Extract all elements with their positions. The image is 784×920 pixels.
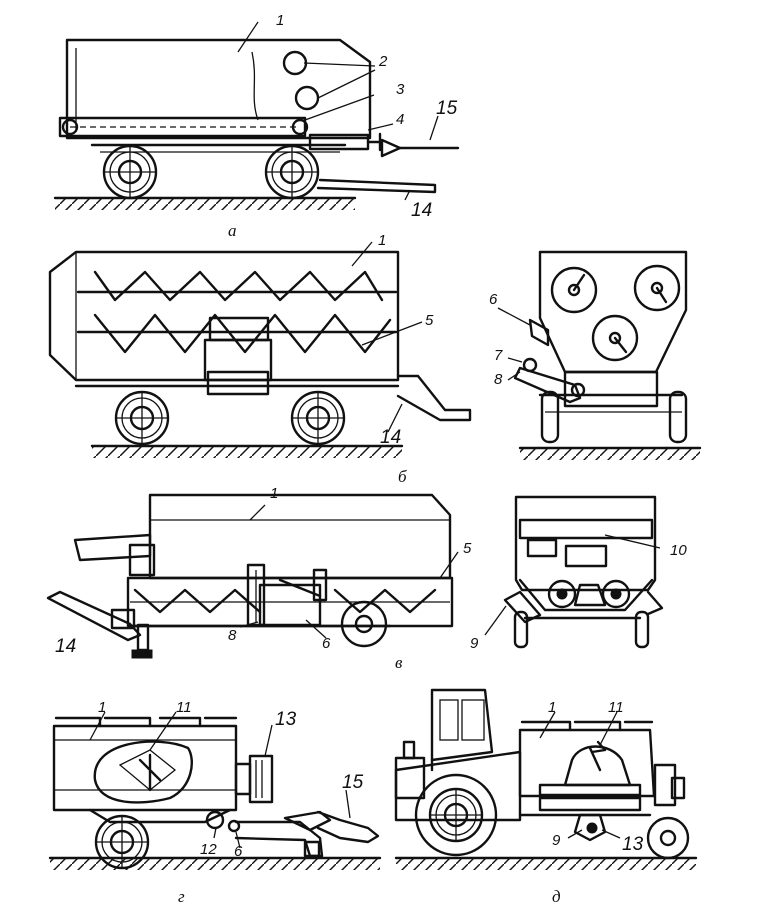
caption-a: а bbox=[228, 221, 237, 240]
view-v-gearbox bbox=[258, 583, 322, 627]
view-d-label-1: 1 bbox=[548, 699, 556, 716]
view-b-label-5: 5 bbox=[425, 312, 434, 329]
view-v-top-chute bbox=[73, 533, 152, 562]
view-v-auger-left bbox=[133, 588, 262, 614]
view-a-coupling bbox=[380, 138, 402, 158]
view-a-auger-circle-top bbox=[282, 50, 308, 76]
view-b-end-wheel-left bbox=[540, 390, 560, 444]
view-d-trailer-wheel bbox=[646, 816, 690, 860]
view-g-label-6: 6 bbox=[234, 843, 243, 860]
view-a-label-14: 14 bbox=[411, 200, 432, 221]
view-v-hopper-body bbox=[148, 493, 452, 580]
view-b-auger-top bbox=[93, 270, 384, 302]
view-b-label-14: 14 bbox=[380, 427, 401, 448]
view-d-label-9: 9 bbox=[552, 832, 561, 849]
view-v-end-chute bbox=[503, 590, 542, 624]
view-b-end-auger-2 bbox=[633, 264, 681, 312]
view-g-mixer-side: 1 11 13 15 12 6 г bbox=[48, 699, 382, 906]
view-v-wheel bbox=[340, 600, 388, 648]
view-a-label-2: 2 bbox=[378, 53, 388, 70]
view-g-label-15: 15 bbox=[342, 772, 364, 793]
view-g-body bbox=[52, 724, 238, 812]
view-d-tractor-body bbox=[394, 750, 522, 822]
view-v-label-6: 6 bbox=[322, 635, 331, 652]
view-b-wheel-rear bbox=[290, 390, 346, 446]
view-v-trailer-side: 1 5 14 8 6 в bbox=[46, 485, 472, 672]
view-g-drawbar bbox=[234, 820, 324, 858]
view-v-label-9: 9 bbox=[470, 635, 479, 652]
view-a-trailer-side: 1 2 3 4 15 14 а bbox=[53, 12, 460, 240]
view-b-trailer-side: 1 5 14 bbox=[48, 232, 472, 458]
view-g-shaft bbox=[316, 810, 380, 844]
view-v-end-auger-left bbox=[547, 579, 577, 609]
view-a-unloading-chute bbox=[316, 178, 437, 194]
view-d-cab bbox=[430, 688, 494, 762]
view-b-label-7: 7 bbox=[494, 347, 503, 364]
view-v-end-auger-right bbox=[601, 579, 631, 609]
view-b-hopper-body bbox=[48, 250, 400, 382]
view-b-unloading-chute bbox=[396, 374, 472, 422]
view-a-label-15: 15 bbox=[436, 98, 458, 119]
view-d-tractor-mixer: 1 11 9 13 д bbox=[394, 688, 698, 906]
view-g-cutaway bbox=[93, 740, 193, 804]
view-b-trailer-end: 6 7 8 б bbox=[398, 250, 702, 486]
caption-b: б bbox=[398, 467, 407, 486]
view-b-gearbox bbox=[203, 338, 273, 382]
view-a-auger-circle-bottom bbox=[294, 85, 320, 111]
view-v-label-1: 1 bbox=[270, 485, 278, 502]
view-v-drawbar bbox=[46, 590, 142, 642]
view-a-wheel-front bbox=[102, 144, 158, 200]
view-v-label-8: 8 bbox=[228, 627, 237, 644]
view-d-mixer-dome bbox=[563, 745, 632, 787]
view-d-tractor-rear-wheel bbox=[428, 787, 484, 843]
view-b-wheel-front bbox=[114, 390, 170, 446]
view-d-label-11: 11 bbox=[608, 699, 624, 716]
view-a-label-4: 4 bbox=[396, 111, 404, 128]
view-b-auger-bottom bbox=[93, 313, 392, 354]
view-v-trailer-end: 10 9 bbox=[470, 495, 687, 652]
view-b-end-wheel-right bbox=[668, 390, 688, 444]
view-b-end-hopper bbox=[538, 250, 688, 374]
view-v-label-14: 14 bbox=[55, 636, 76, 657]
caption-v: в bbox=[395, 653, 403, 672]
view-b-end-belt bbox=[513, 366, 582, 404]
view-g-label-13: 13 bbox=[275, 709, 297, 730]
view-a-hopper-body bbox=[65, 38, 372, 140]
view-v-jack bbox=[136, 623, 150, 652]
view-g-label-11: 11 bbox=[176, 699, 192, 716]
view-a-label-3: 3 bbox=[396, 81, 405, 98]
view-a-wheel-rear bbox=[264, 144, 320, 200]
view-b-end-auger-3 bbox=[591, 314, 639, 362]
view-a-conveyor bbox=[58, 116, 307, 138]
view-v-label-10: 10 bbox=[670, 542, 687, 559]
caption-g: г bbox=[178, 887, 185, 906]
view-g-label-1: 1 bbox=[98, 699, 106, 716]
view-b-label-8: 8 bbox=[494, 371, 503, 388]
view-v-auger-right bbox=[333, 588, 437, 614]
view-g-label-12: 12 bbox=[200, 841, 217, 858]
caption-d: д bbox=[552, 887, 561, 906]
view-d-label-13: 13 bbox=[622, 834, 644, 855]
view-g-pulley bbox=[205, 810, 225, 830]
view-b-label-1: 1 bbox=[378, 232, 386, 249]
view-b-end-auger-1 bbox=[550, 266, 598, 314]
view-v-end-body bbox=[514, 495, 657, 592]
view-a-label-1: 1 bbox=[276, 12, 284, 29]
view-b-label-6: 6 bbox=[489, 291, 498, 308]
view-g-motor bbox=[248, 754, 274, 804]
view-v-label-5: 5 bbox=[463, 540, 472, 557]
